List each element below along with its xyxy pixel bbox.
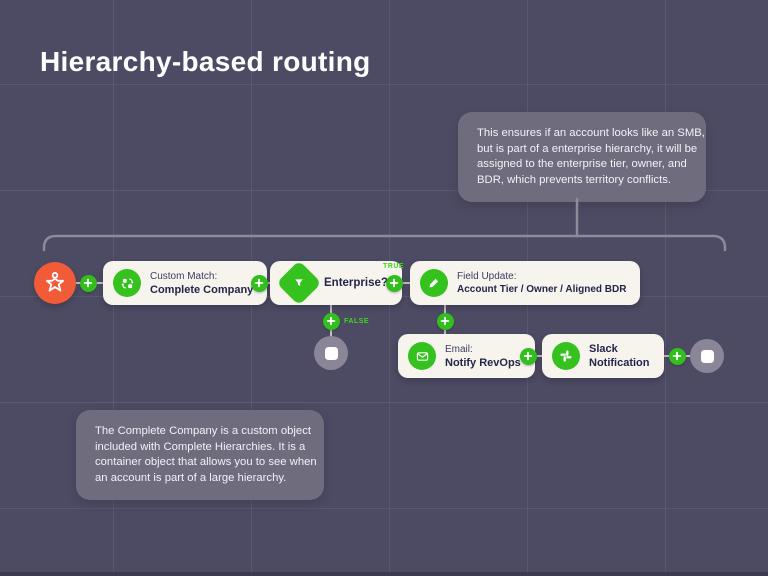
node-decision-enterprise[interactable]: Enterprise? — [270, 260, 402, 306]
node-value-label: Complete Company — [150, 283, 254, 296]
plus-icon — [82, 277, 94, 289]
end-node[interactable] — [314, 336, 348, 370]
plus-icon — [439, 315, 451, 327]
pencil-icon — [420, 269, 448, 297]
callout-line: but is part of a enterprise hierarchy, i… — [477, 142, 698, 155]
branch-label-true: TRUE — [383, 263, 405, 270]
callout-line: included with Complete Hierarchies. It i… — [95, 440, 306, 453]
plus-icon — [522, 350, 534, 362]
plus-icon — [253, 277, 265, 289]
node-email[interactable]: Email: Notify RevOps — [398, 334, 535, 378]
node-field-update[interactable]: Field Update: Account Tier / Owner / Ali… — [410, 261, 641, 305]
star-person-icon — [42, 270, 68, 296]
plus-icon — [388, 277, 400, 289]
add-step-button[interactable] — [79, 274, 97, 292]
end-node[interactable] — [690, 339, 724, 373]
decision-diamond — [276, 260, 322, 306]
plus-icon — [325, 315, 337, 327]
callout-line: an account is part of a large hierarchy. — [95, 471, 287, 484]
node-type-label: Slack — [589, 343, 618, 355]
bottom-border — [0, 572, 768, 576]
slack-icon — [552, 342, 580, 370]
add-step-button-false-branch[interactable] — [322, 312, 340, 330]
stop-square-icon — [700, 349, 714, 363]
node-type-label: Field Update: — [457, 270, 517, 282]
annotation-callout-bottom: The Complete Company is a custom object … — [76, 410, 324, 500]
node-value-label: Account Tier / Owner / Aligned BDR — [457, 283, 627, 295]
add-step-button[interactable] — [250, 274, 268, 292]
annotation-bracket — [42, 197, 727, 252]
node-value-label: Notification — [589, 357, 650, 369]
node-custom-match[interactable]: Custom Match: Complete Company — [103, 261, 268, 305]
start-node[interactable] — [34, 262, 76, 304]
branch-label-false: FALSE — [344, 318, 370, 325]
envelope-icon — [408, 342, 436, 370]
add-step-button[interactable] — [519, 347, 537, 365]
node-label: Enterprise? — [324, 277, 388, 289]
callout-line: The Complete Company is a custom object — [95, 425, 311, 437]
add-step-button[interactable] — [436, 312, 454, 330]
callout-line: assigned to the enterprise tier, owner, … — [477, 158, 687, 170]
filter-funnel-icon — [291, 275, 307, 291]
annotation-callout-top: This ensures if an account looks like an… — [458, 112, 706, 202]
plus-icon — [671, 350, 683, 362]
node-type-label: Email: — [445, 343, 473, 355]
callout-line: BDR, which prevents territory conflicts. — [477, 173, 671, 186]
add-step-button-true-branch[interactable] — [385, 274, 403, 292]
node-type-label: Custom Match: — [150, 270, 218, 282]
sync-swap-icon — [113, 269, 141, 297]
callout-line: This ensures if an account looks like an… — [477, 127, 705, 139]
callout-line: container object that allows you to see … — [95, 456, 317, 468]
page-title: Hierarchy-based routing — [40, 46, 371, 77]
add-step-button[interactable] — [668, 347, 686, 365]
node-value-label: Notify RevOps — [445, 356, 521, 369]
node-slack-notification[interactable]: Slack Notification — [542, 334, 664, 378]
stop-square-icon — [324, 346, 338, 360]
